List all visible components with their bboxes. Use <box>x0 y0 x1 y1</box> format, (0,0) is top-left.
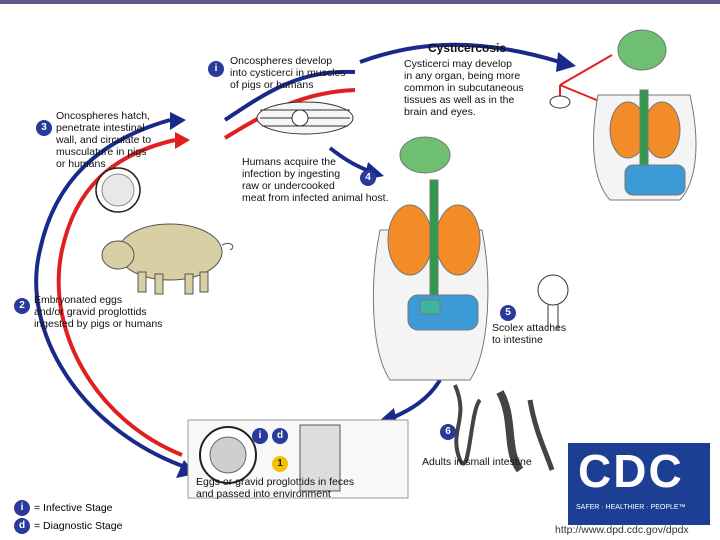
legend-diagnostic-label: = Diagnostic Stage <box>34 520 123 532</box>
infective-badge-box: i <box>252 428 268 444</box>
cdc-logo-tagline: SAFER · HEALTHIER · PEOPLE™ <box>576 504 686 511</box>
egg-proglottid-box <box>187 419 409 499</box>
cdc-logo-text: CDC <box>578 445 684 497</box>
step-6-text: Adults in small intestine <box>422 456 532 468</box>
step-3-badge: 3 <box>36 120 52 136</box>
step-4-badge: 4 <box>360 170 376 186</box>
step-5-text: Scolex attaches to intestine <box>492 322 567 346</box>
arrow-blue-cysti <box>359 42 561 64</box>
adult-worms <box>453 384 555 473</box>
step-2-badge: 2 <box>14 298 30 314</box>
cysticercosis-title: Cysticercosis <box>428 41 507 55</box>
infective-icon: i <box>14 500 30 516</box>
step-4-text: Humans acquire the infection by ingestin… <box>242 156 389 204</box>
step-1-text: Eggs or gravid proglottids in feces and … <box>196 476 355 500</box>
muscle-icon <box>256 101 354 135</box>
legend-infective: i = Infective Stage <box>14 500 113 516</box>
arrow-red-left <box>56 138 183 457</box>
cdc-logo <box>568 443 710 525</box>
cysticercosis-human <box>549 29 697 201</box>
top-border <box>0 0 720 4</box>
onco-text: Oncospheres develop into cysticerci in m… <box>230 55 346 91</box>
cysticercosis-text: Cysticerci may develop in any organ, bei… <box>404 58 524 118</box>
pig-illustration <box>101 223 234 295</box>
step-6-badge: 6 <box>440 424 456 440</box>
step-3-text: Oncospheres hatch, penetrate intestinal … <box>56 110 152 170</box>
egg-icon <box>95 167 141 213</box>
cycle-arrows <box>34 42 576 478</box>
arrow-blue-left <box>34 118 189 470</box>
diagnostic-icon: d <box>14 518 30 534</box>
step-5-badge: 5 <box>500 305 516 321</box>
legend-diagnostic: d = Diagnostic Stage <box>14 518 122 534</box>
step-1-badge: 1 <box>272 456 288 472</box>
cdc-url[interactable]: http://www.dpd.cdc.gov/dpdx <box>555 524 689 536</box>
diagnostic-badge-box: d <box>272 428 288 444</box>
legend-infective-label: = Infective Stage <box>34 502 113 514</box>
arrow-blue-down <box>391 378 442 420</box>
human-body <box>372 136 489 381</box>
arrow-blue-top <box>223 69 356 122</box>
step-2-text: Embryonated eggs and/or gravid proglotti… <box>34 294 163 330</box>
infective-badge-top: i <box>208 61 224 77</box>
scolex-illustration <box>537 274 569 330</box>
